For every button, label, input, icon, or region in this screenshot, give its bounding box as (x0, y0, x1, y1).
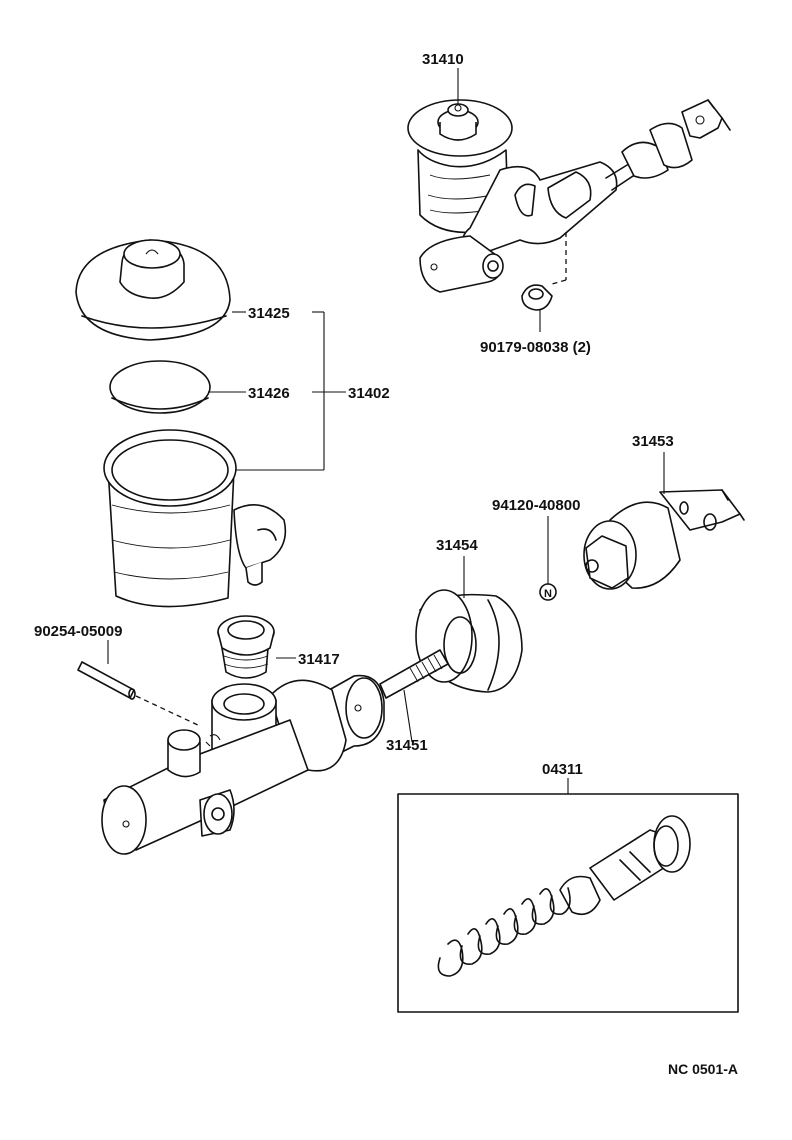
reservoir-cap-drawing (75, 239, 231, 341)
label-04311: 04311 (542, 761, 583, 778)
clevis-drawing (583, 489, 745, 590)
nut-94120-drawing: N (539, 516, 557, 601)
union-drawing (217, 615, 296, 679)
label-90179: 90179-08038 (2) (480, 339, 591, 356)
label-90254: 90254-05009 (34, 623, 122, 640)
pin-drawing (77, 661, 201, 727)
label-31410: 31410 (422, 51, 464, 68)
bolt-90179-drawing (521, 284, 553, 332)
drawing-code: NC 0501-A (668, 1061, 738, 1077)
label-31453: 31453 (632, 433, 674, 450)
label-31425: 31425 (248, 305, 290, 322)
label-31417: 31417 (298, 651, 340, 668)
part-labels: 31410 90179-08038 (2) 31425 31426 31402 … (34, 51, 738, 1077)
master-cylinder-assembly-drawing (407, 99, 731, 293)
label-31451: 31451 (386, 737, 428, 754)
push-rod-drawing (379, 649, 449, 743)
leader-lines (107, 68, 665, 664)
repair-kit-box (397, 778, 739, 1013)
label-31454: 31454 (436, 537, 478, 554)
svg-text:N: N (544, 588, 552, 600)
label-94120: 94120-40800 (492, 497, 580, 514)
label-31402: 31402 (348, 385, 390, 402)
label-31426: 31426 (248, 385, 290, 402)
diaphragm-drawing (109, 360, 211, 414)
cylinder-body-drawing (101, 674, 385, 855)
reservoir-drawing (103, 429, 287, 608)
boot-drawing (415, 589, 523, 693)
